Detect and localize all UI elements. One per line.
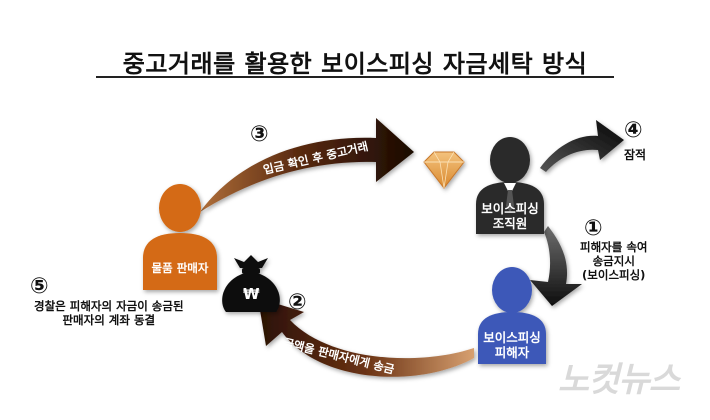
person-icon (143, 184, 217, 290)
arrow-step-2 (258, 298, 474, 377)
victim-line: 피해자 (494, 345, 530, 360)
step-1-label: 피해자를 속여 송금지시 (보이스피싱) (580, 240, 647, 282)
step-1-line: 송금지시 (592, 254, 635, 268)
step-1-line: (보이스피싱) (582, 268, 646, 282)
won-symbol: ₩ (243, 285, 260, 303)
person-icon (478, 267, 546, 364)
arrow-step-1 (530, 226, 582, 306)
page-title: 중고거래를 활용한 보이스피싱 자금세탁 방식 (122, 50, 588, 78)
diamond-icon (423, 151, 465, 189)
step-4-label: 잠적 (624, 148, 647, 162)
step-1-line: 피해자를 속여 (580, 240, 648, 254)
step-5-line: 판매자의 계좌 동결 (62, 313, 156, 327)
victim-line: 보이스피싱 (483, 330, 541, 345)
organizer-label: 보이스피싱 조직원 (476, 201, 544, 231)
step-4-number: ④ (624, 118, 643, 143)
step-5-line: 경찰은 피해자의 자금이 송금된 (34, 299, 184, 313)
step-2-number: ② (288, 290, 307, 315)
person-suit-icon (476, 137, 544, 234)
step-1-number: ① (584, 216, 603, 241)
arrow-step-4 (540, 120, 624, 172)
title-underline (96, 76, 614, 78)
step-3-number: ③ (250, 122, 269, 147)
step-5-label: 경찰은 피해자의 자금이 송금된 판매자의 계좌 동결 (34, 299, 184, 327)
watermark: 노컷뉴스 (558, 360, 680, 400)
step-5-number: ⑤ (30, 274, 49, 299)
organizer-line: 조직원 (492, 216, 528, 231)
money-bag-icon (222, 255, 280, 312)
seller-label: 물품 판매자 (151, 261, 209, 275)
arrow-step-3 (200, 118, 414, 212)
victim-label: 보이스피싱 피해자 (478, 330, 546, 360)
organizer-line: 보이스피싱 (481, 201, 539, 216)
